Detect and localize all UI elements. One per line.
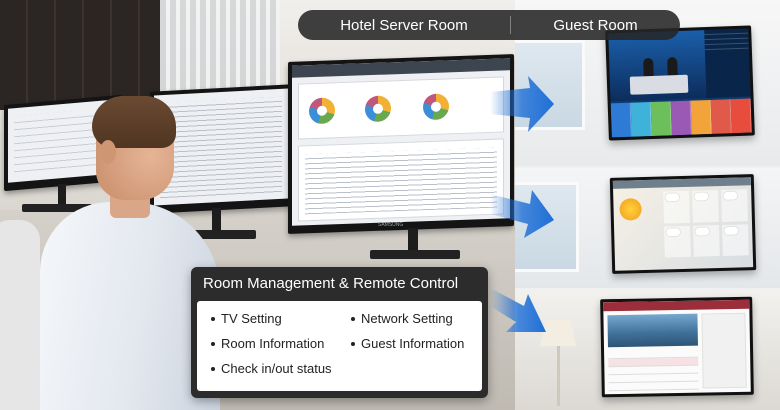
feature-label: Network Setting (361, 311, 453, 326)
weather-forecast-grid (663, 189, 749, 258)
feature-label: Room Information (221, 336, 325, 351)
monitor-right-base (370, 250, 460, 259)
forecast-cell (664, 225, 691, 258)
wall-cabinet (0, 0, 160, 110)
cloud-icon (723, 191, 738, 200)
news-broadcast (608, 30, 707, 102)
section-title-bar: Hotel Server Room Guest Room (298, 10, 680, 40)
app-tile (730, 98, 752, 134)
feature-item: Room Information (211, 336, 351, 351)
guest-tv-checkin-screen (603, 299, 751, 395)
hotel-photo (607, 313, 698, 348)
room-management-title: Room Management & Remote Control (203, 275, 459, 292)
monitor-middle-base (178, 230, 256, 239)
news-desk (629, 74, 689, 95)
dashboard-topbar (292, 58, 510, 78)
monitor-right-screen (292, 58, 510, 226)
arrow-right-icon (490, 76, 554, 132)
operator-person (40, 92, 220, 410)
monitor-left-base (22, 204, 92, 212)
forecast-cell (722, 223, 749, 256)
room-window (515, 182, 579, 272)
guest-tv-weather-screen (612, 177, 754, 271)
feature-list-box: TV Setting Network Setting Room Informat… (197, 301, 482, 391)
app-tile (710, 99, 732, 134)
cloud-icon (665, 193, 680, 202)
person-hair (92, 96, 176, 148)
feature-item: Check in/out status (211, 361, 351, 376)
dashboard-device-table (298, 138, 504, 222)
app-tile (690, 99, 712, 135)
cloud-icon (694, 192, 709, 201)
feature-label: Check in/out status (221, 361, 332, 376)
guest-tv-news-screen (608, 28, 752, 138)
tv-app-tiles (610, 98, 752, 138)
room-management-panel: Room Management & Remote Control TV Sett… (191, 267, 488, 398)
person-ear (100, 140, 116, 164)
dashboard-table-rows (305, 147, 497, 215)
floor-lamp-pole (557, 346, 560, 406)
feature-label: Guest Information (361, 336, 465, 351)
bullet-icon (211, 366, 215, 371)
person-shirt (40, 202, 220, 410)
bullet-icon (351, 316, 355, 321)
checkin-row (608, 381, 699, 392)
feature-item: TV Setting (211, 311, 351, 326)
feature-list: TV Setting Network Setting Room Informat… (211, 311, 473, 376)
forecast-cell (663, 190, 690, 223)
monitor-middle-stand (212, 208, 221, 232)
feature-label: TV Setting (221, 311, 282, 326)
forecast-cell (692, 190, 719, 223)
cloud-icon (724, 226, 739, 235)
monitor-right-stand (408, 228, 418, 252)
weather-header-bar (612, 177, 752, 189)
app-tile (670, 100, 692, 136)
monitor-right (288, 54, 514, 234)
coworker-silhouette (0, 220, 40, 410)
dashboard-status-panel (298, 76, 504, 140)
guest-tv-news (605, 25, 755, 141)
app-tile (610, 102, 632, 138)
forecast-cell (721, 189, 748, 222)
guest-tv-weather (609, 174, 757, 274)
monitor-brand-label: SAMSUNG (378, 222, 404, 228)
donut-chart-1 (309, 97, 335, 125)
tv-menu-item (704, 43, 749, 51)
donut-chart-2 (365, 95, 391, 123)
window-blinds (160, 0, 280, 95)
feature-item: Network Setting (351, 311, 473, 326)
feature-item: Guest Information (351, 336, 473, 351)
app-tile (630, 102, 652, 137)
bullet-icon (351, 341, 355, 346)
bullet-icon (211, 341, 215, 346)
guest-tv-checkin (600, 296, 754, 398)
server-room-title: Hotel Server Room (340, 16, 468, 34)
checkin-header-bar (603, 299, 750, 312)
cloud-icon (695, 226, 710, 236)
guest-room-scene (515, 0, 780, 410)
forecast-cell (693, 224, 720, 257)
app-tile (650, 101, 672, 137)
arrow-right-icon (490, 288, 546, 332)
cloud-icon (666, 227, 681, 236)
floor-lamp-shade (540, 320, 576, 346)
checkin-list (608, 349, 699, 392)
tv-side-menu (704, 28, 751, 99)
title-divider (510, 16, 511, 34)
arrow-right-icon (490, 190, 554, 238)
donut-chart-3 (423, 93, 449, 121)
bullet-icon (211, 316, 215, 321)
guest-room-title: Guest Room (553, 16, 638, 34)
sun-icon (619, 198, 642, 221)
guest-room-tile-weather (515, 168, 780, 288)
monitor-left-stand (58, 184, 66, 206)
guest-room-tile-checkin (515, 290, 780, 410)
checkin-side-panel (701, 312, 747, 389)
